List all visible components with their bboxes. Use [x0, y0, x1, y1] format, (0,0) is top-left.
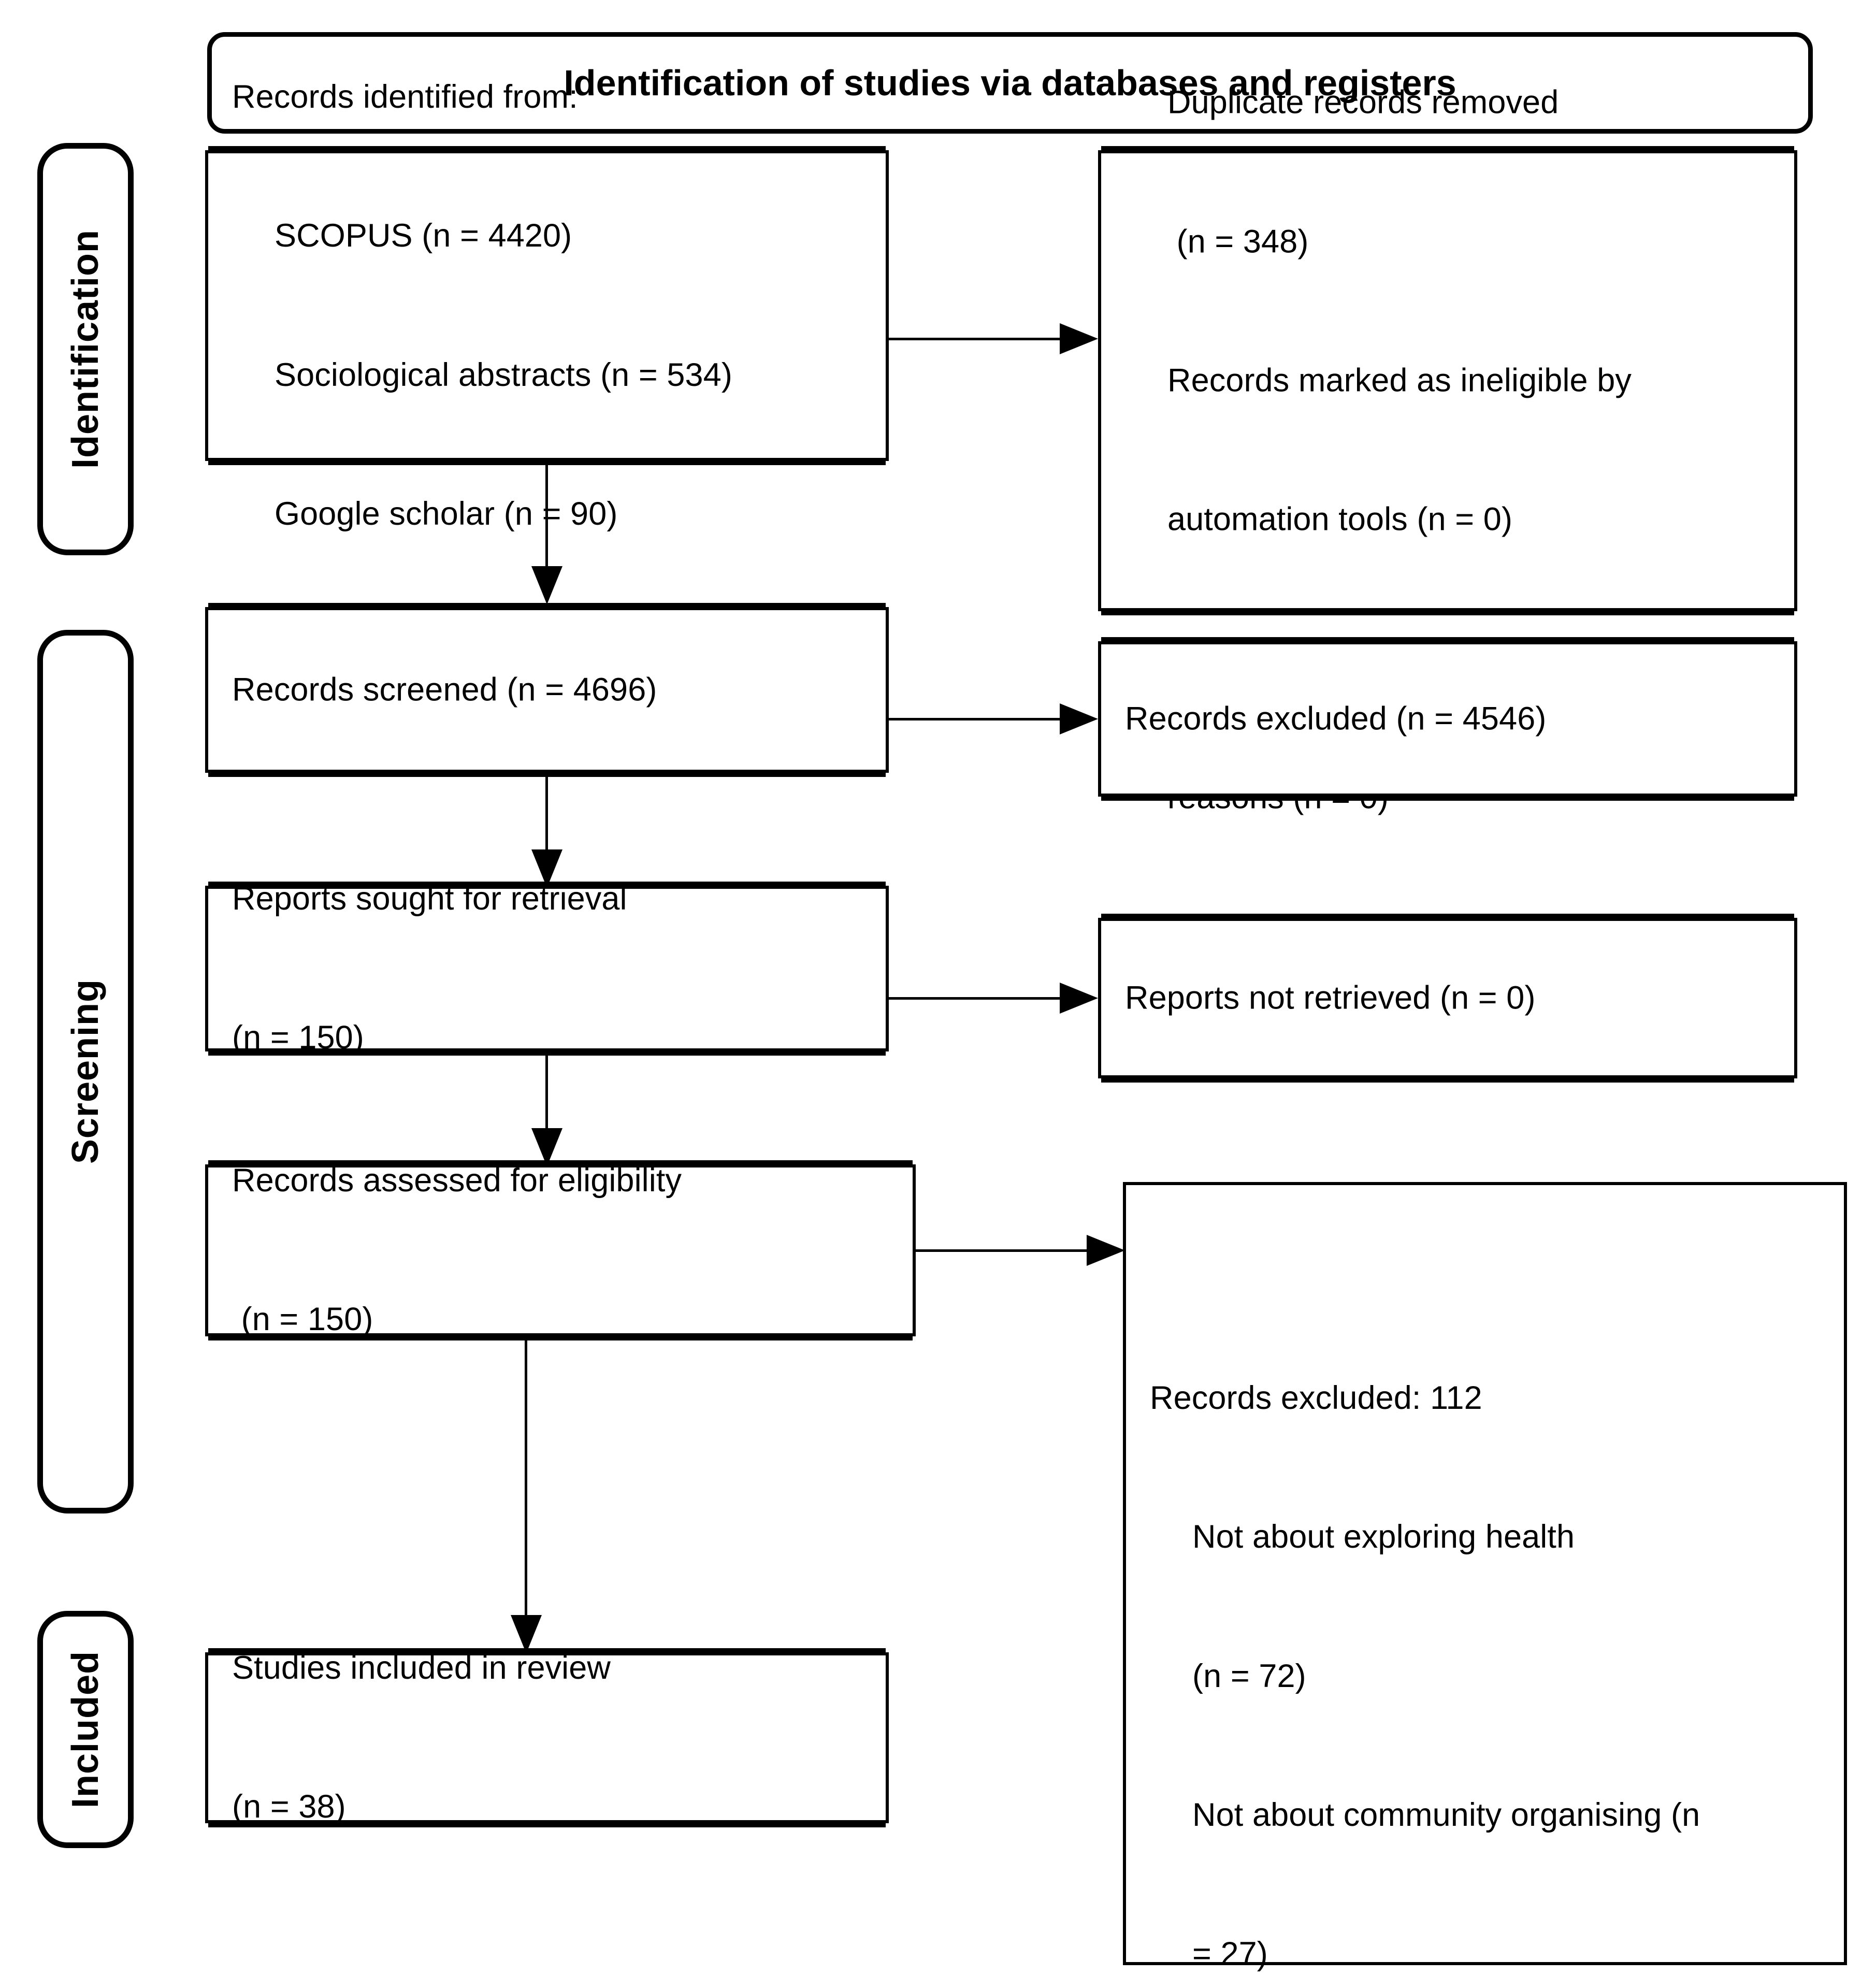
- arrowhead-identified-to-removed: [1060, 323, 1098, 354]
- records-identified-item-scopus: SCOPUS (n = 4420): [275, 218, 572, 254]
- connector-screened-to-sought: [545, 774, 548, 877]
- box-records-excluded-screening: Records excluded (n = 4546): [1098, 641, 1797, 797]
- reports-sought-line1: Reports sought for retrieval: [232, 881, 627, 917]
- studies-included-line1: Studies included in review: [232, 1650, 611, 1686]
- records-excluded-screening-text: Records excluded (n = 4546): [1125, 700, 1547, 737]
- records-removed-item-ineligible-line1: Records marked as ineligible by: [1167, 362, 1632, 399]
- arrowhead-sought-to-assessed: [531, 1128, 562, 1166]
- stage-label-included-text: Included: [65, 1650, 106, 1808]
- box-records-screened: Records screened (n = 4696): [205, 607, 889, 773]
- records-excluded-eligibility-heading: Records excluded: 112: [1150, 1379, 1482, 1416]
- arrowhead-screened-to-excluded: [1060, 703, 1098, 734]
- stage-label-screening-text: Screening: [65, 979, 106, 1164]
- connector-identified-to-removed: [889, 338, 1060, 340]
- page-title: Identification of studies via databases …: [564, 63, 1456, 103]
- connector-sought-to-not-retrieved: [889, 997, 1060, 1000]
- arrowhead-assessed-to-included: [511, 1615, 542, 1653]
- connector-assessed-to-included: [525, 1337, 527, 1643]
- records-assessed-line1: Records assessed for eligibility: [232, 1162, 682, 1199]
- records-removed-item-ineligible-line2: automation tools (n = 0): [1167, 501, 1513, 538]
- stage-label-included: Included: [37, 1611, 134, 1848]
- connector-identified-to-screened: [545, 462, 548, 594]
- connector-screened-to-excluded: [889, 718, 1060, 720]
- records-excluded-reason-community-line2: = 27): [1192, 1936, 1268, 1972]
- records-removed-item-duplicates: Duplicate records removed: [1167, 84, 1559, 121]
- records-excluded-reason-community-line1: Not about community organising (n: [1192, 1796, 1700, 1833]
- records-removed-item-duplicates-count: (n = 348): [1167, 223, 1309, 260]
- records-assessed-line2: (n = 150): [232, 1301, 373, 1338]
- box-records-assessed-for-eligibility: Records assessed for eligibility (n = 15…: [205, 1162, 916, 1337]
- records-excluded-reason-health-line1: Not about exploring health: [1192, 1519, 1575, 1555]
- records-excluded-reason-health-line2: (n = 72): [1192, 1657, 1306, 1694]
- records-identified-item-google-scholar: Google scholar (n = 90): [275, 495, 618, 532]
- box-reports-sought-for-retrieval: Reports sought for retrieval (n = 150): [205, 881, 889, 1056]
- box-reports-not-retrieved: Reports not retrieved (n = 0): [1098, 918, 1797, 1078]
- studies-included-line2: (n = 38): [232, 1789, 346, 1825]
- records-identified-item-sociological-abstracts: Sociological abstracts (n = 534): [275, 356, 732, 393]
- box-records-removed-before-screening: Records removed before screening: Duplic…: [1098, 84, 1797, 815]
- arrowhead-screened-to-sought: [531, 849, 562, 888]
- reports-sought-line2: (n = 150): [232, 1019, 364, 1056]
- connector-assessed-to-excluded: [916, 1249, 1087, 1252]
- arrowhead-identified-to-screened: [531, 566, 562, 604]
- box-records-excluded-eligibility: Records excluded: 112 Not about explorin…: [1123, 1182, 1847, 1972]
- stage-label-identification-text: Identification: [65, 229, 106, 469]
- connector-sought-to-assessed: [545, 1053, 548, 1156]
- box-studies-included-in-review: Studies included in review (n = 38): [205, 1650, 889, 1825]
- diagram-title-box: Identification of studies via databases …: [207, 32, 1813, 134]
- records-identified-heading: Records identified from:: [232, 78, 578, 115]
- reports-not-retrieved-text: Reports not retrieved (n = 0): [1125, 979, 1536, 1016]
- stage-label-identification: Identification: [37, 143, 134, 555]
- records-screened-text: Records screened (n = 4696): [232, 671, 657, 708]
- arrowhead-sought-to-not-retrieved: [1060, 983, 1098, 1014]
- stage-label-screening: Screening: [37, 630, 134, 1513]
- box-records-identified: Records identified from: SCOPUS (n = 442…: [205, 79, 889, 532]
- arrowhead-assessed-to-excluded: [1087, 1235, 1125, 1266]
